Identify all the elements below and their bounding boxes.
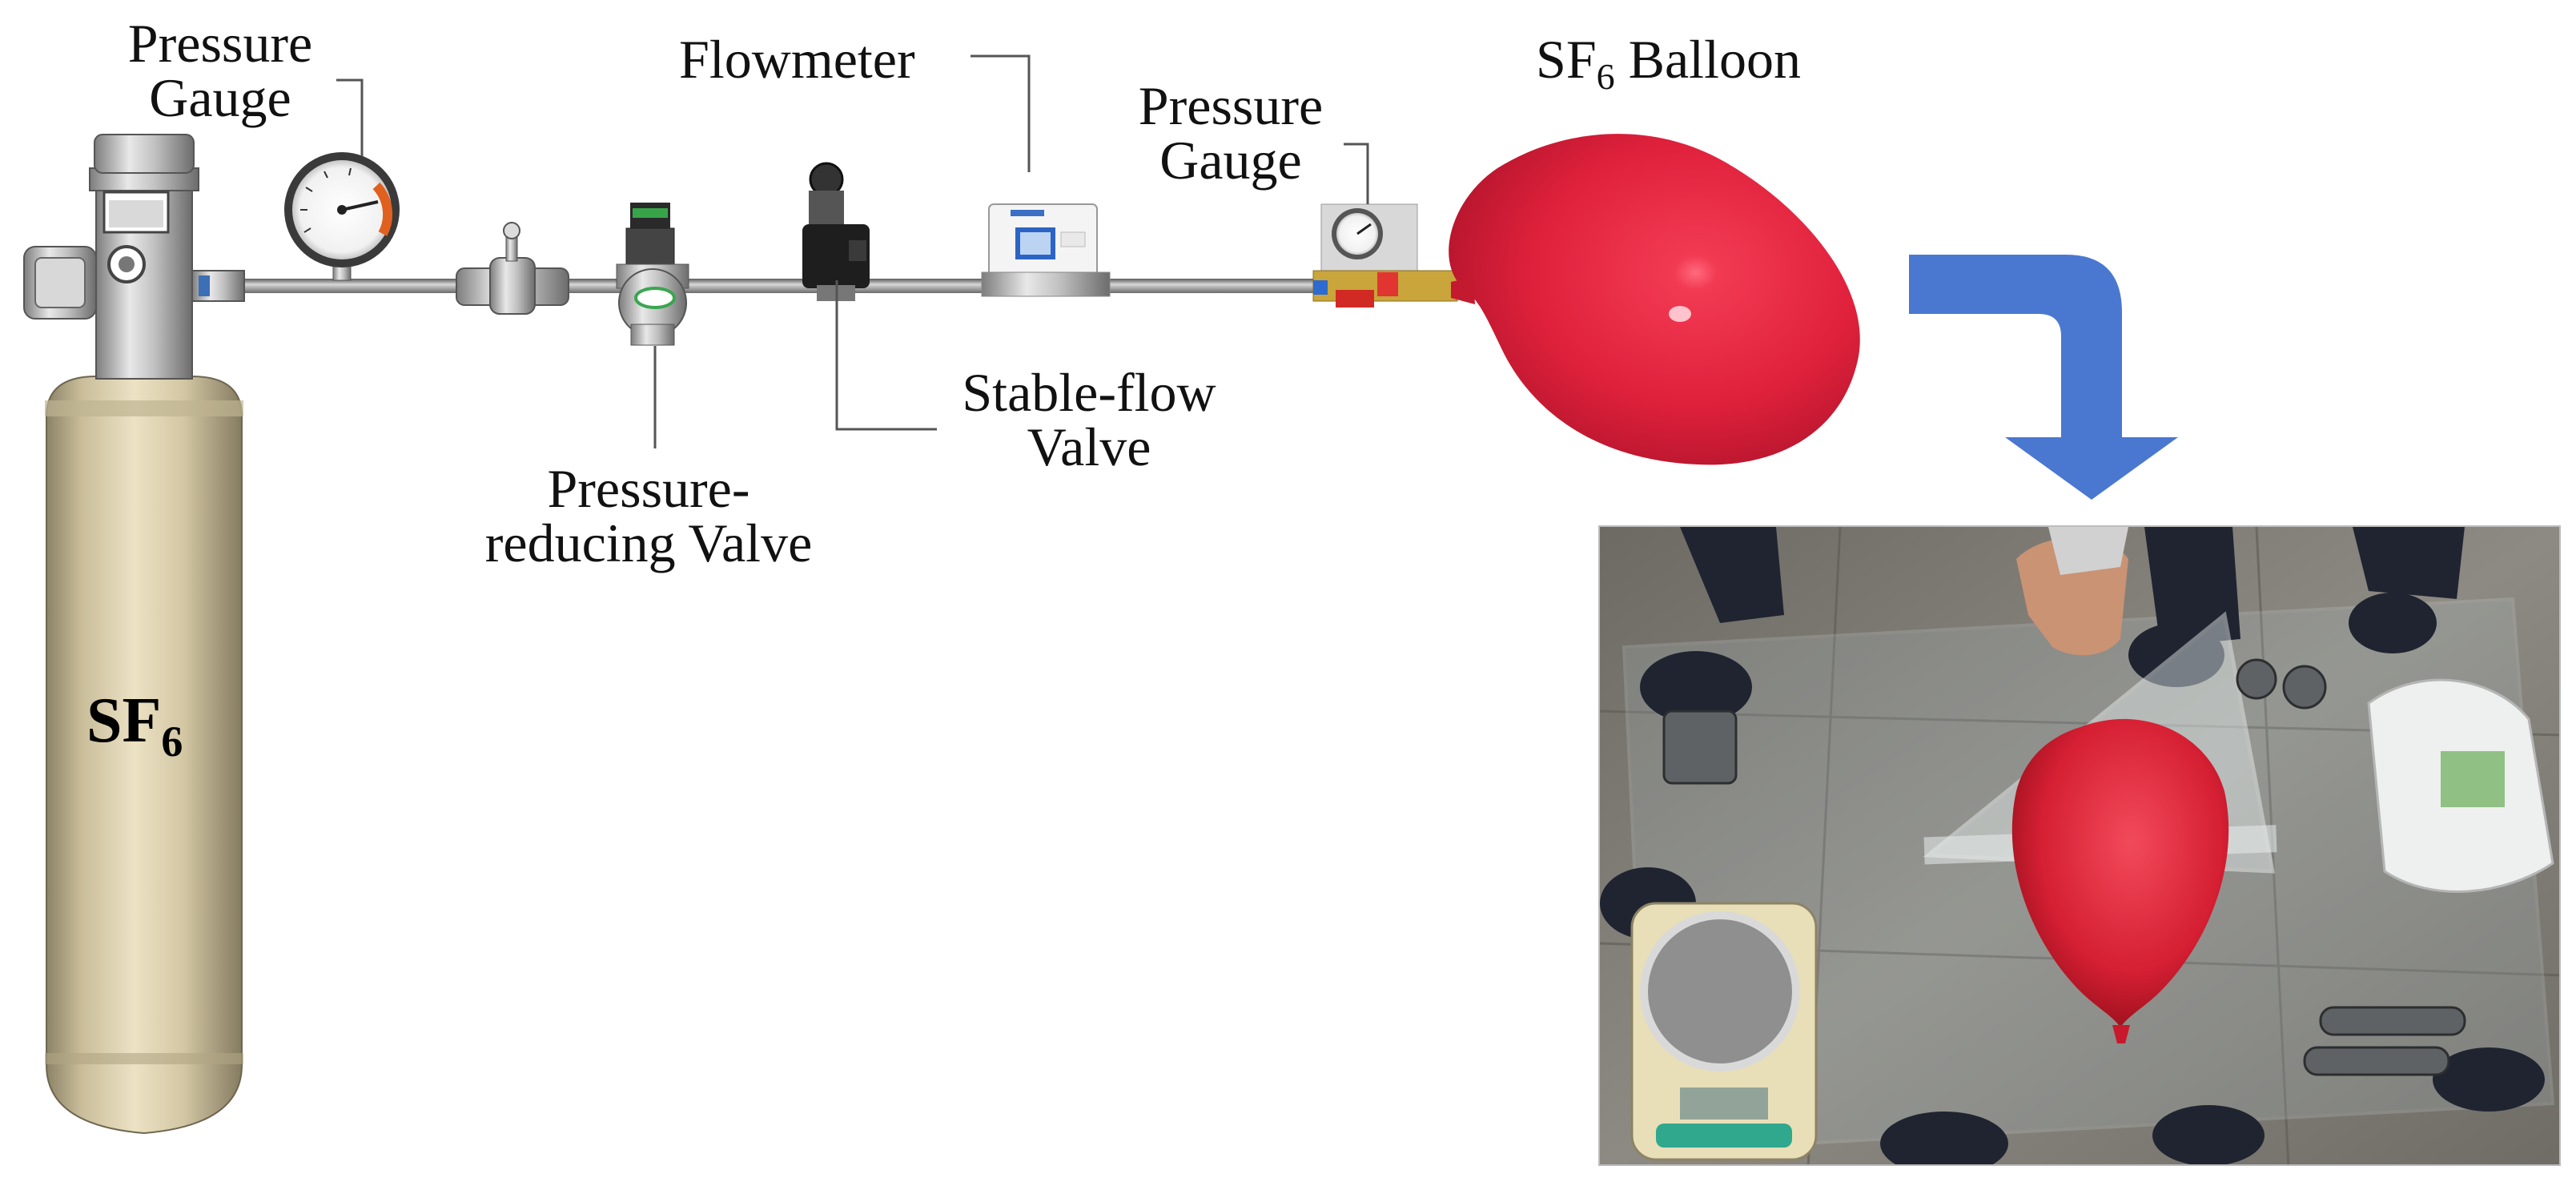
sf6-balloon [1449, 134, 1860, 465]
pressure-reducing-valve [616, 203, 689, 346]
pressure-reducing-label-line1: Pressure- [547, 458, 750, 519]
balloon-measurement-photo [1598, 525, 2561, 1166]
cylinder-label-subscript: 6 [161, 718, 183, 766]
flowmeter-label: Flowmeter [679, 29, 915, 90]
leader-lines [336, 54, 1369, 448]
stable-flow-label-line1: Stable-flow [962, 362, 1216, 423]
curved-down-arrow-icon [1909, 255, 2178, 500]
cylinder-label-main: SF [86, 685, 162, 756]
ball-valve [456, 222, 569, 315]
pressure-gauge-1-label-line2: Gauge [149, 67, 291, 128]
sf6-cylinder [23, 134, 245, 1135]
pressure-reducing-valve-label: Pressure- reducing Valve [448, 461, 849, 570]
pressure-reducing-label-line2: reducing Valve [484, 513, 813, 573]
flowmeter-display-icon [981, 203, 1111, 297]
stable-flow-valve-label: Stable-flow Valve [937, 365, 1241, 474]
leader-stable-flow [835, 280, 937, 431]
pressure-gauge-1-label-line1: Pressure [127, 13, 313, 74]
leader-gauge-1 [336, 78, 364, 156]
pressure-gauge-icon [284, 152, 400, 281]
pressure-gauge-2-icon [1312, 203, 1458, 308]
stable-flow-label-line2: Valve [1027, 416, 1151, 477]
leader-flowmeter [971, 54, 1031, 172]
cylinder-label: SF6 [86, 685, 183, 763]
leader-gauge-2 [1344, 143, 1369, 204]
pressure-gauge-1-label: Pressure Gauge [104, 16, 336, 125]
photo-drawing [1600, 527, 2559, 1164]
balloon-label-rest: Balloon [1614, 29, 1801, 90]
balloon-label-subscript: 6 [1596, 56, 1615, 97]
pressure-gauge-2-label-line1: Pressure [1138, 75, 1324, 136]
balloon-label-main: SF [1536, 29, 1597, 90]
stable-flow-valve [802, 162, 870, 301]
pressure-gauge-2-label-line2: Gauge [1159, 130, 1302, 191]
pressure-gauge-2-label: Pressure Gauge [1115, 78, 1347, 187]
balloon-label: SF6 Balloon [1536, 32, 1801, 95]
